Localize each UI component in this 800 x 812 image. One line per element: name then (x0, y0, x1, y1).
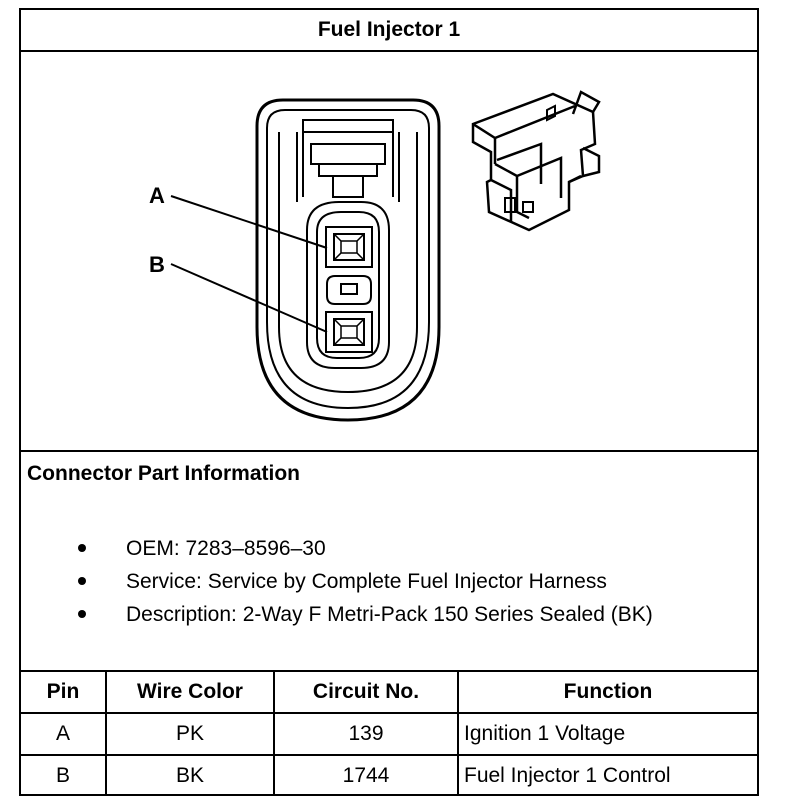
circuit-cell: 1744 (273, 754, 459, 796)
connector-drawing: A B (149, 90, 601, 422)
column-header-pin: Pin (21, 672, 107, 714)
oem-text: OEM: 7283–8596–30 (126, 537, 326, 560)
function-cell: Fuel Injector 1 Control (457, 754, 757, 796)
connector-diagram: A B (21, 52, 757, 452)
bullet-icon (78, 577, 86, 585)
bullet-icon (78, 544, 86, 552)
section-heading: Connector Part Information (27, 462, 301, 485)
list-item-service: Service: Service by Complete Fuel Inject… (21, 565, 653, 598)
pin-table: Pin Wire Color Circuit No. Function A PK… (21, 672, 757, 796)
list-item-oem: OEM: 7283–8596–30 (21, 532, 653, 565)
wire-color-cell: PK (105, 712, 275, 756)
pin-cell: A (21, 712, 107, 756)
service-text: Service: Service by Complete Fuel Inject… (126, 570, 607, 593)
column-header-function: Function (457, 672, 757, 714)
connector-part-information: Connector Part Information OEM: 7283–859… (21, 452, 757, 672)
bullet-icon (78, 610, 86, 618)
connector-isometric-view (471, 90, 601, 232)
function-cell: Ignition 1 Voltage (457, 712, 757, 756)
column-header-circuit: Circuit No. (273, 672, 459, 714)
table-row: B BK 1744 Fuel Injector 1 Control (21, 754, 757, 796)
callout-label-a: A (149, 183, 165, 208)
part-info-list: OEM: 7283–8596–30 Service: Service by Co… (21, 532, 653, 631)
callout-leaders (170, 195, 328, 333)
table-header-row: Pin Wire Color Circuit No. Function (21, 672, 757, 714)
table-row: A PK 139 Ignition 1 Voltage (21, 712, 757, 756)
pin-cell: B (21, 754, 107, 796)
connector-sheet: Fuel Injector 1 (19, 8, 759, 796)
description-text: Description: 2-Way F Metri-Pack 150 Seri… (126, 603, 653, 626)
circuit-cell: 139 (273, 712, 459, 756)
callout-label-b: B (149, 252, 165, 277)
wire-color-cell: BK (105, 754, 275, 796)
list-item-description: Description: 2-Way F Metri-Pack 150 Seri… (21, 598, 653, 631)
column-header-wire-color: Wire Color (105, 672, 275, 714)
connector-face-view (255, 98, 441, 422)
page-title: Fuel Injector 1 (21, 10, 757, 52)
